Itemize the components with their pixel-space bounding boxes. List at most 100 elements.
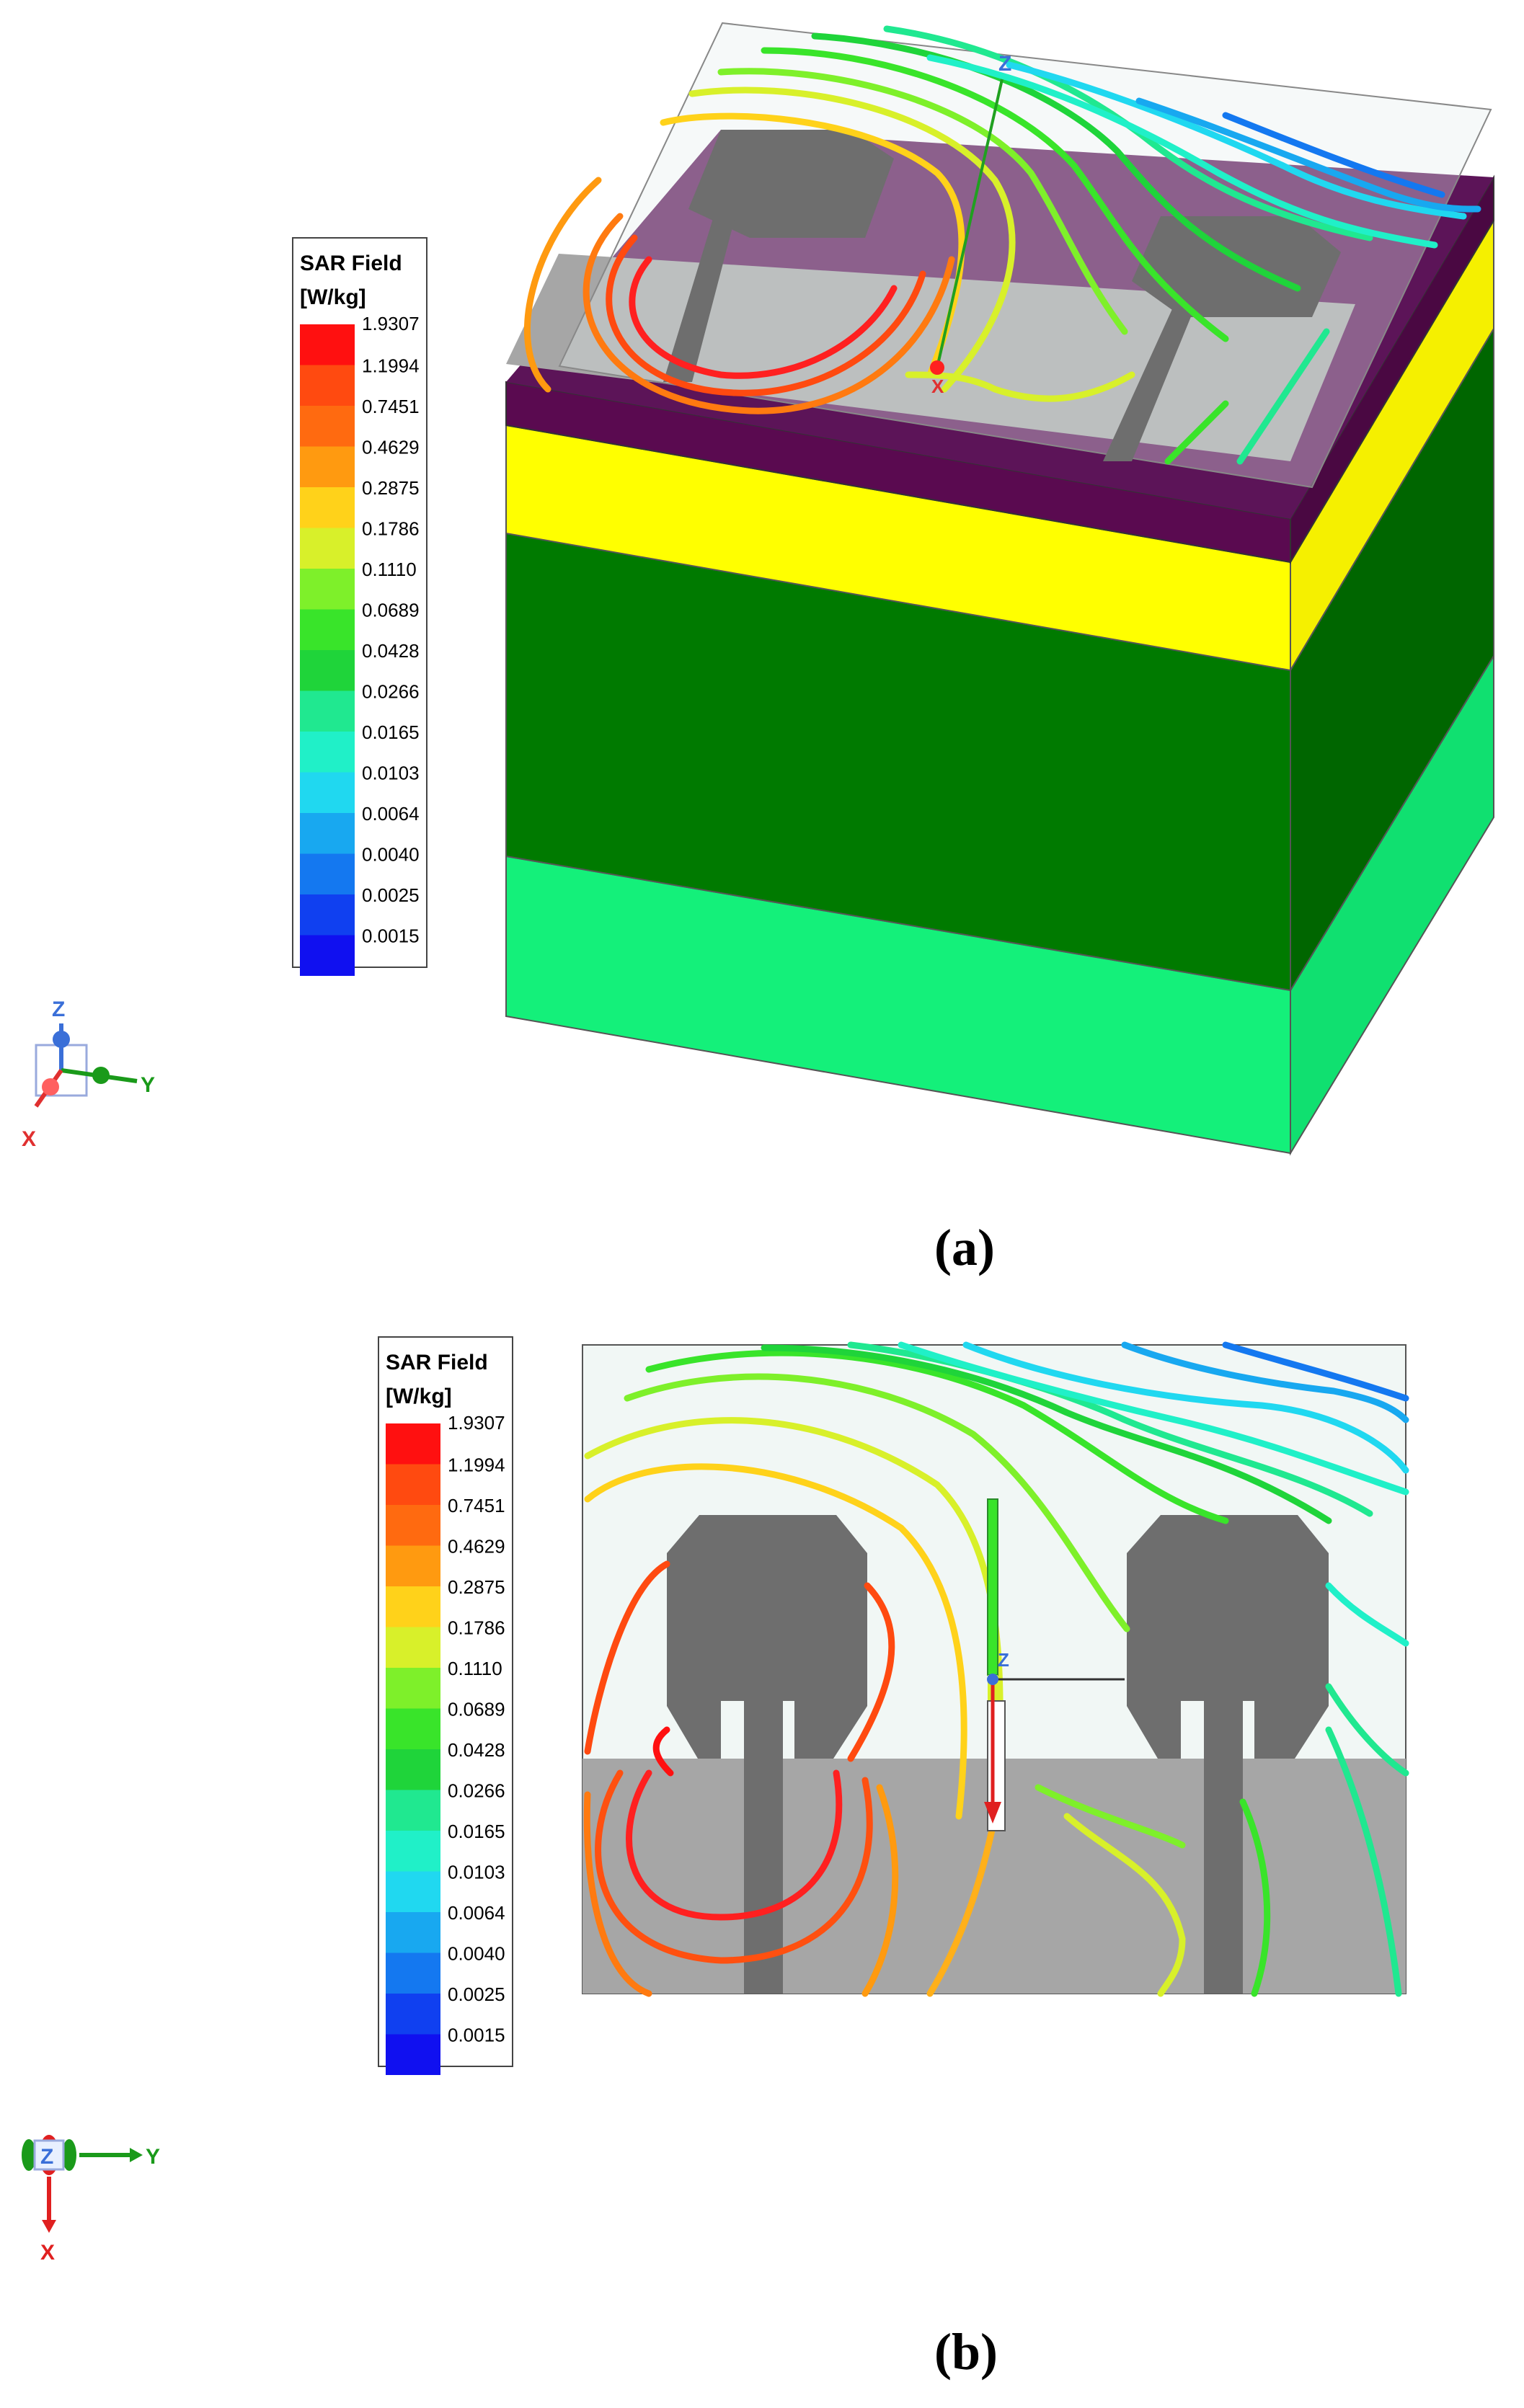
legend-value: 1.9307 xyxy=(448,1412,505,1434)
legend-swatch xyxy=(300,732,355,773)
legend-swatch xyxy=(386,1423,440,1465)
legend-value: 0.0689 xyxy=(448,1699,505,1720)
legend-swatch xyxy=(300,650,355,691)
3d-model-view: Z X xyxy=(505,22,1494,1156)
legend-swatch xyxy=(300,365,355,406)
legend-swatch xyxy=(386,1871,440,1912)
legend-swatch xyxy=(386,1708,440,1749)
axis-x-label: X xyxy=(40,2241,55,2265)
antenna-patch-right xyxy=(1127,1515,1329,1759)
legend-value: 0.0428 xyxy=(362,640,420,662)
antenna-feed-left xyxy=(744,1701,783,1994)
legend-value: 0.4629 xyxy=(448,1536,505,1558)
axis-y-label: Y xyxy=(141,1073,155,1097)
legend-value: 0.0015 xyxy=(448,2025,505,2046)
axis-z-label: Z xyxy=(40,2145,53,2169)
legend-swatch xyxy=(300,446,355,487)
legend-value: 0.1786 xyxy=(362,518,420,540)
model-z-label: Z xyxy=(998,52,1011,76)
legend-value: 0.0266 xyxy=(448,1780,505,1802)
legend-value: 0.0103 xyxy=(362,763,420,784)
legend-value: 0.1110 xyxy=(448,1658,502,1679)
axis-triad-a: Z Y X xyxy=(22,998,155,1151)
probe-bar xyxy=(987,1498,998,1676)
legend-value: 0.0064 xyxy=(448,1902,505,1924)
legend-swatch xyxy=(386,1994,440,2035)
legend-value: 0.7451 xyxy=(362,396,420,417)
legend-value: 0.2875 xyxy=(448,1576,505,1598)
legend-swatch xyxy=(386,1505,440,1546)
legend-value: 0.0165 xyxy=(448,1821,505,1842)
model-x-label: X xyxy=(931,376,944,397)
legend-value: 0.0266 xyxy=(362,681,420,703)
legend-value: 1.1994 xyxy=(448,1454,505,1476)
legend-unit: [W/kg] xyxy=(300,285,366,309)
legend-swatch xyxy=(300,772,355,813)
legend-value: 0.1786 xyxy=(448,1617,505,1639)
legend-swatch xyxy=(300,569,355,610)
legend-swatch xyxy=(300,609,355,650)
legend-swatch xyxy=(386,2034,440,2075)
legend-swatch xyxy=(300,894,355,936)
sar-legend-b: SAR Field [W/kg] 1.9307 1.1994 0.7451 0.462… xyxy=(378,1336,513,2075)
legend-value: 0.0015 xyxy=(362,925,420,947)
legend-swatch xyxy=(300,528,355,569)
legend-value: 0.0040 xyxy=(362,844,420,866)
legend-value: 0.4629 xyxy=(362,437,420,458)
sar-legend-a: SAR Field [W/kg] 1.9307 1.1994 0.7451 0.462… xyxy=(292,237,427,976)
axis-triad-b: Z Y X xyxy=(22,2135,160,2265)
panel-b: SAR Field [W/kg] 1.9307 1.1994 0.7451 0.462… xyxy=(0,1182,1524,2408)
legend-swatch xyxy=(386,1464,440,1505)
legend-swatch xyxy=(386,1790,440,1831)
legend-value: 0.0040 xyxy=(448,1943,505,1965)
legend-value: 0.0064 xyxy=(362,803,420,825)
axis-y-label: Y xyxy=(146,2145,160,2169)
axis-x-label: X xyxy=(22,1127,36,1151)
caption-a: (a) xyxy=(934,1219,995,1276)
legend-swatch xyxy=(386,1952,440,1994)
field-lines-top xyxy=(583,1341,1409,1997)
legend-swatch xyxy=(300,690,355,732)
legend-swatch xyxy=(300,935,355,976)
model-z-label: Z xyxy=(998,1649,1009,1671)
legend-value: 0.0428 xyxy=(448,1739,505,1761)
probe-point xyxy=(987,1674,998,1685)
panel-a-canvas: SAR Field [W/kg] 1.9307 1.1994 0.7451 0.462… xyxy=(22,22,1494,1156)
legend-swatch xyxy=(386,1627,440,1668)
legend-value: 0.2875 xyxy=(362,477,420,499)
legend-title: SAR Field xyxy=(300,252,402,275)
probe-point xyxy=(930,360,944,375)
legend-swatch xyxy=(300,853,355,894)
antenna-feed-right xyxy=(1103,303,1197,461)
antenna-feed-right xyxy=(1204,1701,1243,1994)
legend-swatch xyxy=(386,1831,440,1872)
legend-title: SAR Field xyxy=(386,1351,488,1374)
caption-b: (b) xyxy=(934,2323,998,2381)
probe-line xyxy=(936,79,1004,368)
antenna-patch-left xyxy=(667,1515,867,1759)
panel-a: SAR Field [W/kg] 1.9307 1.1994 0.7451 0.462… xyxy=(0,0,1524,1182)
axis-z-label: Z xyxy=(52,998,65,1021)
legend-value: 0.0103 xyxy=(448,1862,505,1883)
top-view-model: Z xyxy=(582,1341,1409,1997)
legend-value: 1.9307 xyxy=(362,313,420,334)
legend-swatch xyxy=(386,1749,440,1790)
legend-value: 0.0689 xyxy=(362,600,420,621)
legend-swatch xyxy=(300,487,355,528)
field-lines-3d xyxy=(524,25,1481,465)
legend-unit: [W/kg] xyxy=(386,1385,452,1408)
legend-value: 0.0025 xyxy=(448,1983,505,2005)
antenna-patch-right xyxy=(1132,216,1341,317)
legend-swatch xyxy=(386,1545,440,1586)
triad-cube-icon xyxy=(33,2139,65,2171)
legend-value: 0.7451 xyxy=(448,1495,505,1516)
antenna-feed-left xyxy=(663,216,735,382)
legend-value: 0.1110 xyxy=(362,559,417,580)
legend-swatch xyxy=(300,406,355,447)
legend-swatch xyxy=(300,324,355,365)
legend-value: 1.1994 xyxy=(362,355,420,377)
antenna-patch-left xyxy=(688,130,894,238)
panel-b-canvas: SAR Field [W/kg] 1.9307 1.1994 0.7451 0.462… xyxy=(22,1336,1409,2265)
legend-swatch xyxy=(386,1668,440,1709)
legend-swatch xyxy=(386,1912,440,1953)
